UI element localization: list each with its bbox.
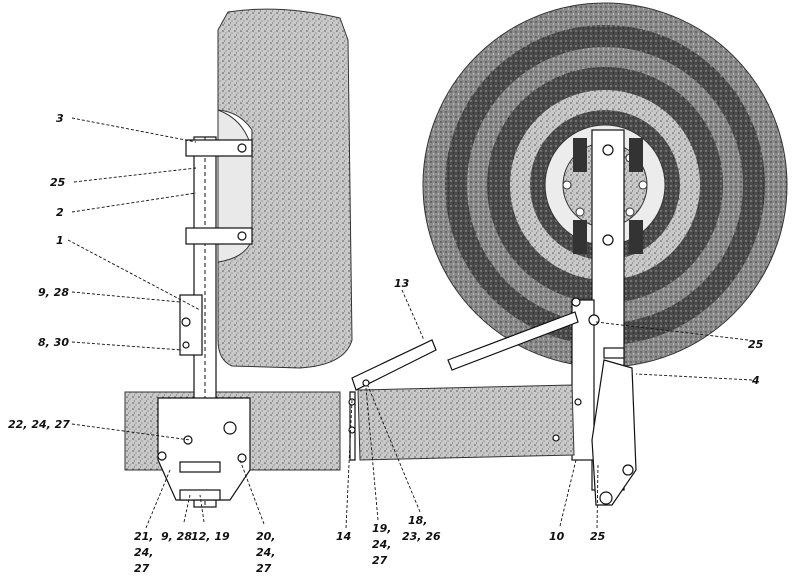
callout-18-line2: 23, 26: [402, 530, 441, 543]
callout-8-30: 8, 30: [38, 336, 69, 349]
callout-19-line1: 19,: [372, 522, 392, 535]
callout-20-line1: 20,: [256, 530, 276, 543]
callout-22-24-27: 22, 24, 27: [8, 418, 70, 431]
callout-19-line2: 24,: [372, 538, 392, 551]
callout-3: 3: [56, 112, 64, 125]
callout-12-19: 12, 19: [191, 530, 230, 543]
callout-1: 1: [56, 234, 64, 247]
callout-18-line1: 18,: [408, 514, 428, 527]
box-frame: [348, 379, 582, 461]
callout-25-right: 25: [748, 338, 764, 351]
callout-2: 2: [56, 206, 64, 219]
callout-21-line1: 21,: [134, 530, 154, 543]
callout-10: 10: [549, 530, 565, 543]
callout-19-line3: 27: [372, 554, 388, 567]
scraper-blades: [351, 311, 579, 391]
callout-25-bottom: 25: [590, 530, 606, 543]
right-bracket-assembly: [571, 129, 643, 506]
left-tire: [217, 8, 353, 369]
callout-20-line2: 24,: [256, 546, 276, 559]
callout-13: 13: [394, 277, 410, 290]
leader-lines: [67, 117, 753, 529]
left-bracket-assembly: [157, 136, 253, 508]
callout-14: 14: [336, 530, 351, 543]
callout-4: 4: [751, 374, 760, 387]
callout-21-line3: 27: [134, 562, 150, 575]
callout-9-28-bottom: 9, 28: [161, 530, 192, 543]
callout-labels: 3 25 2 1 9, 28 8, 30 22, 24, 27 21, 24, …: [8, 112, 764, 575]
callout-25-top: 25: [50, 176, 66, 189]
callout-20-line3: 27: [256, 562, 272, 575]
callout-21-line2: 24,: [134, 546, 154, 559]
callout-9-28-top: 9, 28: [38, 286, 69, 299]
